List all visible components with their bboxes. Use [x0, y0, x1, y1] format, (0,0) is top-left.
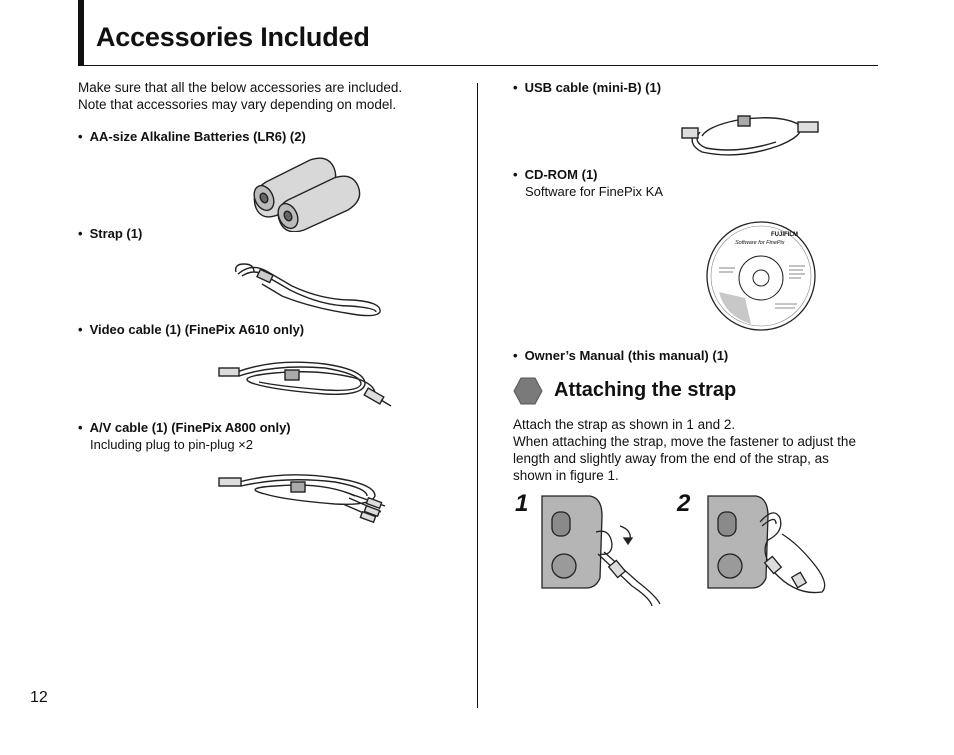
title-rule	[78, 65, 878, 66]
section-body: Attach the strap as shown in 1 and 2. Wh…	[513, 416, 885, 484]
figure-number-2: 2	[677, 490, 691, 517]
section-line-1: Attach the strap as shown in 1 and 2.	[513, 417, 736, 432]
item-label: Video cable (1) (FinePix A610 only)	[78, 321, 305, 338]
title-accent-bar	[78, 0, 84, 66]
item-label: Owner’s Manual (this manual) (1)	[513, 347, 729, 364]
list-item-video-cable: Video cable (1) (FinePix A610 only)	[78, 321, 305, 338]
strap-icon	[232, 260, 387, 320]
av-cable-icon	[215, 468, 395, 526]
section-line-3: length and slightly away from the end of…	[513, 451, 829, 466]
page-title: Accessories Included	[96, 22, 370, 52]
list-item-av-cable: A/V cable (1) (FinePix A800 only) Includ…	[78, 419, 291, 453]
hexagon-marker-icon	[513, 377, 543, 405]
camera-icon	[538, 492, 663, 607]
item-label: CD-ROM (1)	[513, 166, 663, 183]
item-label: Strap (1)	[78, 225, 143, 242]
list-item-batteries: AA-size Alkaline Batteries (LR6) (2)	[78, 128, 306, 145]
list-item-cd-rom: CD-ROM (1) Software for FinePix KA	[513, 166, 663, 200]
cd-brand: FUJIFILM	[771, 232, 798, 238]
list-item-strap: Strap (1)	[78, 225, 143, 242]
cd-title: Software for FinePix	[735, 240, 785, 246]
item-label: AA-size Alkaline Batteries (LR6) (2)	[78, 128, 306, 145]
cd-rom-icon: FUJIFILM Software for FinePix	[705, 220, 817, 332]
item-label: USB cable (mini-B) (1)	[513, 79, 662, 96]
intro-line-2: Note that accessories may vary depending…	[78, 97, 397, 112]
item-label: A/V cable (1) (FinePix A800 only)	[78, 419, 291, 436]
item-note: Including plug to pin-plug ×2	[90, 437, 253, 452]
intro-line-1: Make sure that all the below accessories…	[78, 80, 403, 95]
section-line-4: shown in figure 1.	[513, 468, 619, 483]
intro-text: Make sure that all the below accessories…	[78, 79, 468, 113]
page-number: 12	[30, 689, 48, 706]
list-item-usb-cable: USB cable (mini-B) (1)	[513, 79, 662, 96]
battery-icon	[248, 152, 378, 232]
camera-icon	[704, 492, 829, 604]
section-title: Attaching the strap	[554, 379, 737, 401]
section-line-2: When attaching the strap, move the faste…	[513, 434, 856, 449]
usb-cable-icon	[678, 110, 823, 162]
column-divider	[477, 83, 478, 708]
figure-number-1: 1	[515, 490, 529, 517]
item-note: Software for FinePix KA	[525, 184, 663, 199]
list-item-owners-manual: Owner’s Manual (this manual) (1)	[513, 347, 729, 364]
video-cable-icon	[215, 354, 395, 414]
